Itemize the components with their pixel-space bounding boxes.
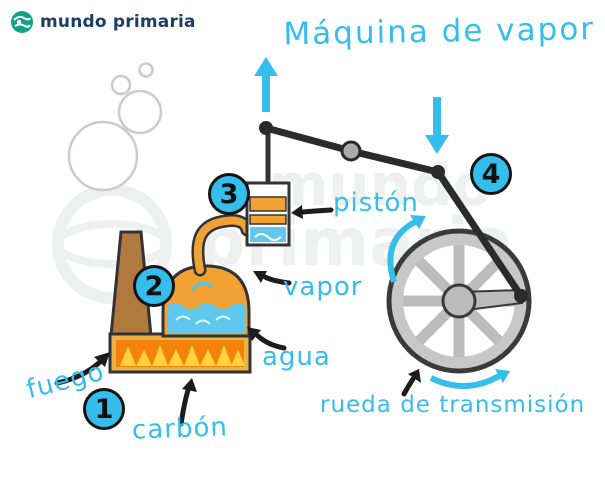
motion-arrows (254, 57, 510, 389)
flywheel-illustration (386, 228, 532, 374)
beam-joint (340, 140, 362, 162)
piston-cylinder-illustration (245, 130, 291, 247)
wheel-hub (441, 283, 477, 319)
rueda-arrow-icon (401, 369, 421, 397)
label-carbon: carbón (131, 412, 229, 446)
boiler-water (167, 303, 245, 333)
logo: mundo primaria (10, 10, 196, 34)
logo-text: mundo primaria (40, 12, 196, 32)
step-badge-2: 2 (133, 265, 175, 307)
smoke-clouds-illustration (67, 62, 163, 192)
fuego-arrow-icon (54, 352, 110, 386)
fire-box-illustration (108, 332, 252, 374)
rotation-arrow-bottom-icon (429, 369, 510, 389)
agua-arrow-icon (247, 327, 287, 351)
vapor-arrow-icon (253, 271, 292, 286)
steam-pipe-illustration (191, 214, 254, 277)
boiler-illustration (161, 264, 251, 338)
label-vapor: vapor (283, 272, 363, 302)
carbon-arrow-icon (178, 378, 197, 427)
page-title: Máquina de vapor (283, 10, 596, 53)
up-arrow-icon (254, 57, 278, 112)
steam-swirl (190, 282, 213, 292)
rotation-arrow-top-icon (387, 215, 426, 283)
watermark-line1: mundo (268, 151, 492, 219)
down-arrow-icon (425, 97, 449, 154)
step-badge-4: 4 (470, 153, 512, 195)
label-agua: agua (262, 342, 331, 372)
piston-arrow-icon (291, 205, 334, 219)
flames-illustration (120, 345, 245, 366)
step-badge-3: 3 (208, 173, 250, 215)
step-badge-1: 1 (83, 388, 125, 430)
globe-icon (11, 11, 33, 33)
beam-linkage-illustration (259, 121, 528, 303)
label-piston: pistón (333, 188, 419, 218)
pointer-arrows (54, 205, 421, 427)
connecting-rod (434, 168, 525, 300)
label-rueda-de-transmision: rueda de transmisión (320, 392, 586, 418)
